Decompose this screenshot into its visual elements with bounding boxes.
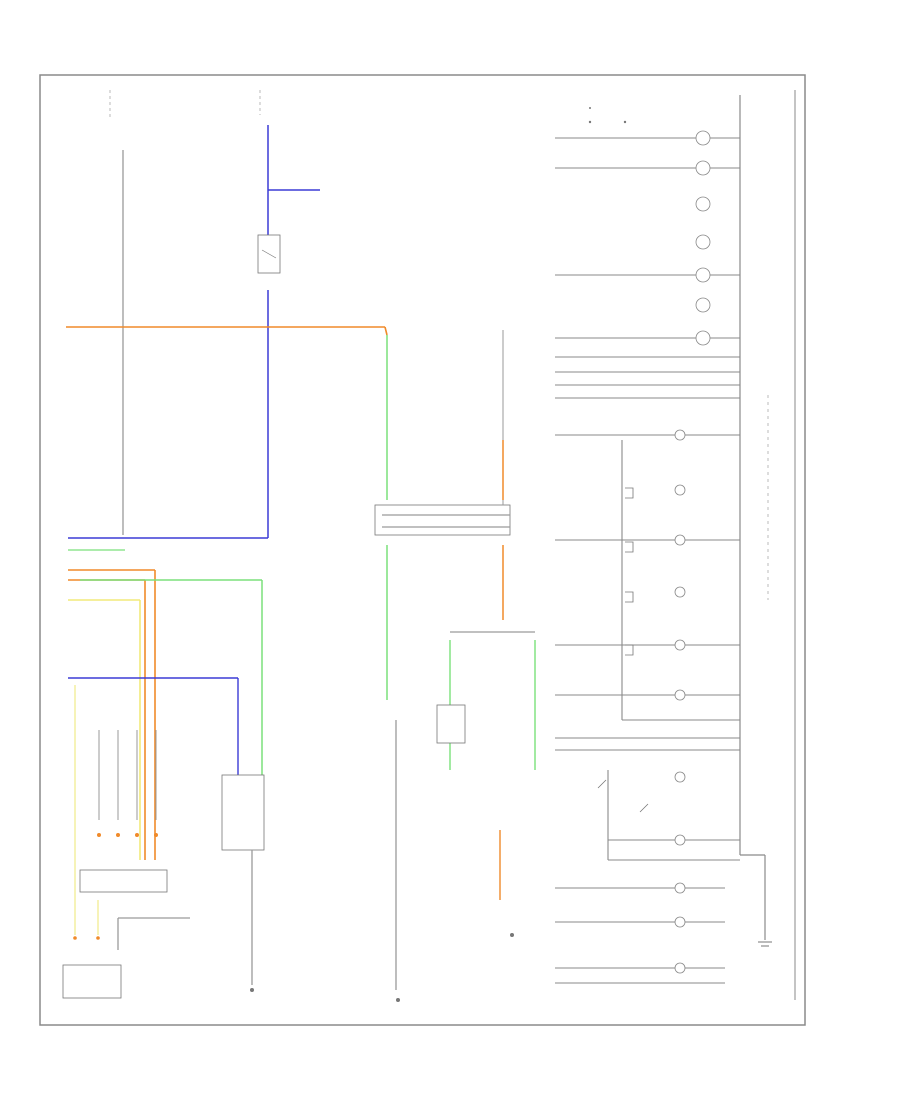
bottom-left-module-box — [62, 964, 122, 999]
blue-wire-left-lower — [68, 677, 239, 775]
yellow-wire-left — [68, 599, 141, 860]
diagram-frame — [39, 74, 806, 1026]
right-bus-lines — [555, 137, 740, 984]
top-right-markers — [588, 107, 627, 124]
blue-wire-main — [68, 125, 320, 539]
relay-box-inner — [261, 249, 277, 259]
sensor-stub-dots — [97, 833, 158, 837]
right-switches — [597, 487, 649, 813]
center-relay-ground — [396, 998, 400, 1002]
right-ground-symbol — [758, 941, 772, 947]
pale-yellow-wires — [74, 685, 99, 935]
center-connector-box — [374, 504, 511, 536]
center-relay-ground-2 — [510, 933, 514, 937]
center-left-ground-dot — [250, 988, 254, 992]
control-module-box — [79, 869, 168, 893]
center-left-module-box — [221, 774, 265, 851]
right-indicator-lamps — [674, 130, 711, 974]
top-left-dashed-lines — [109, 90, 261, 120]
orange-wire-left — [68, 569, 156, 860]
control-module-pins — [73, 936, 100, 940]
green-wire-left-long — [80, 579, 263, 775]
sensor-stubs — [98, 730, 157, 820]
center-relay-box — [436, 704, 466, 744]
orange-wire-top — [66, 326, 388, 336]
